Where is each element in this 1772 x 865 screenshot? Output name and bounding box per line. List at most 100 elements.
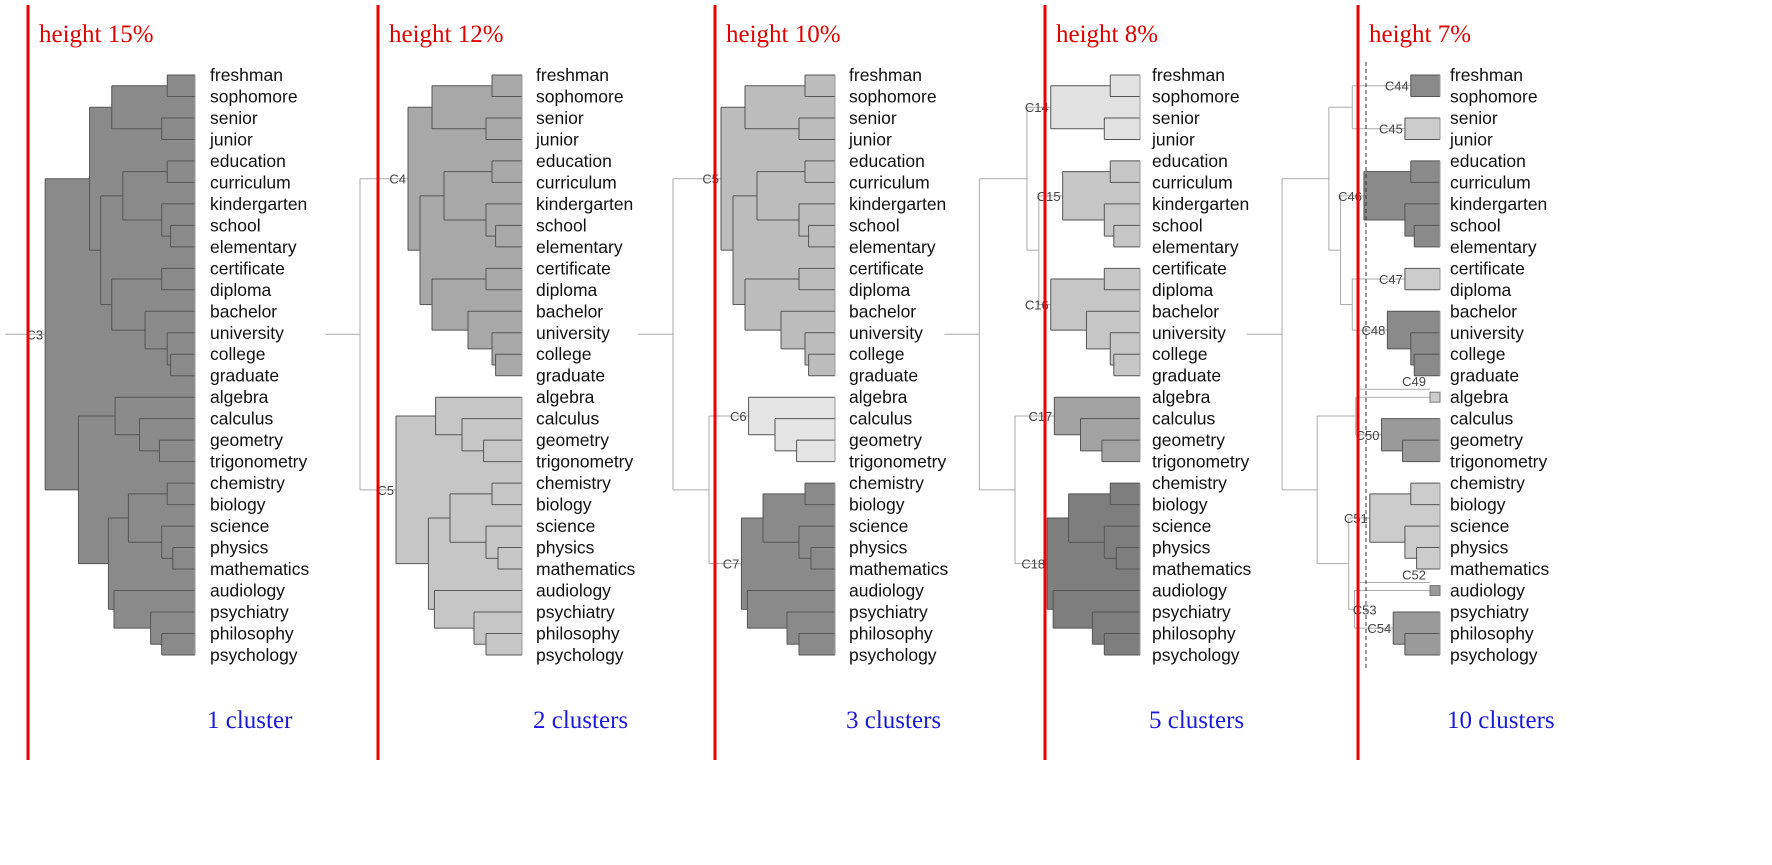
cluster-label: C14 (1025, 100, 1049, 115)
cluster-label: C45 (1379, 122, 1403, 137)
leaf-label: education (210, 151, 286, 171)
leaf-label: graduate (1152, 366, 1221, 386)
leaf-label: mathematics (849, 559, 948, 579)
leaf-label: algebra (849, 387, 908, 407)
leaf-label: science (536, 516, 595, 536)
cluster-fill (1404, 633, 1440, 655)
cluster-label: C7 (723, 557, 740, 572)
cluster-fill (805, 483, 835, 505)
cluster-fill (492, 483, 522, 505)
leaf-label: freshman (210, 65, 283, 85)
cluster-C4: C4 (389, 74, 523, 377)
leaf-label: psychiatry (210, 602, 289, 622)
leaf-label: chemistry (1450, 473, 1525, 493)
leaf-label: algebra (536, 387, 595, 407)
leaf-label: sophomore (1450, 86, 1538, 106)
cluster-C5: C5 (702, 74, 836, 377)
cluster-label: C18 (1021, 557, 1045, 572)
leaf-label: kindergarten (1152, 194, 1249, 214)
cluster-fill (161, 117, 195, 140)
leaf-label: sophomore (849, 86, 937, 106)
leaf-label: junior (535, 129, 579, 149)
leaf-label: kindergarten (210, 194, 307, 214)
leaf-label: school (210, 215, 261, 235)
cluster-label: C47 (1379, 272, 1403, 287)
leaf-label: school (536, 215, 587, 235)
cluster-C16: C16 (1025, 267, 1141, 377)
cluster-fill (799, 633, 835, 655)
cluster-label: C52 (1402, 568, 1426, 583)
cluster-label: C6 (730, 409, 747, 424)
leaf-label: graduate (536, 366, 605, 386)
leaf-label: college (849, 344, 904, 364)
leaf-label: mathematics (1450, 559, 1549, 579)
leaf-label: trigonometry (1450, 452, 1548, 472)
cluster-fill (483, 440, 522, 462)
leaf-label: calculus (849, 409, 912, 429)
leaf-label: trigonometry (1152, 452, 1250, 472)
leaf-label: elementary (1152, 237, 1239, 257)
leaf-label: calculus (210, 409, 273, 429)
cluster-C52: C52 (1360, 568, 1441, 597)
leaf-label: senior (536, 108, 584, 128)
leaf-label: science (1152, 516, 1211, 536)
dendrogram-panel: C5C6C7freshmansophomoreseniorjunioreduca… (638, 5, 948, 760)
leaf-label: curriculum (536, 172, 617, 192)
cluster-fill (1104, 268, 1140, 290)
leaf-label: physics (536, 538, 595, 558)
leaf-label: freshman (849, 65, 922, 85)
cluster-fill (495, 354, 522, 376)
leaf-label: freshman (1450, 65, 1523, 85)
leaf-label: physics (1152, 538, 1211, 558)
leaf-label: psychology (210, 645, 298, 665)
leaf-label: college (536, 344, 591, 364)
cluster-fill (1414, 225, 1440, 247)
cluster-fill (808, 354, 835, 376)
leaf-label: calculus (536, 409, 599, 429)
cluster-fill (1110, 75, 1140, 97)
leaf-label: junior (1449, 129, 1493, 149)
leaf-label: audiology (210, 581, 285, 601)
cut-height-heading: height 15% (39, 21, 154, 48)
dendrogram-panel: C3freshmansophomoreseniorjunioreducation… (5, 5, 309, 760)
leaf-label: philosophy (1450, 623, 1534, 643)
cluster-fill (486, 268, 522, 290)
cluster-fill (159, 440, 195, 462)
leaf-label: geometry (1450, 430, 1523, 450)
leaf-label: diploma (849, 280, 911, 300)
leaf-label: audiology (1152, 581, 1227, 601)
cluster-fill (799, 268, 835, 290)
leaf-label: bachelor (1450, 301, 1517, 321)
leaf-label: college (1152, 344, 1207, 364)
leaf-label: science (210, 516, 269, 536)
cluster-label: C50 (1356, 428, 1380, 443)
cluster-fill (1402, 440, 1440, 462)
leaf-label: college (210, 344, 265, 364)
cluster-label: C46 (1338, 189, 1362, 204)
singleton-cluster-marker (1429, 391, 1441, 403)
cluster-fill (495, 225, 522, 247)
leaf-label: biology (849, 495, 905, 515)
leaf-label: trigonometry (849, 452, 947, 472)
leaf-label: audiology (1450, 581, 1525, 601)
cluster-label: C54 (1367, 621, 1391, 636)
cluster-label: C44 (1385, 79, 1409, 94)
leaf-label: certificate (1450, 258, 1525, 278)
cluster-label: C48 (1361, 323, 1385, 338)
leaf-label: psychiatry (536, 602, 615, 622)
cluster-fill (170, 225, 195, 247)
leaf-label: curriculum (849, 172, 930, 192)
leaf-label: college (1450, 344, 1505, 364)
cluster-C50: C50 (1356, 418, 1441, 463)
cluster-C46: C46 (1338, 160, 1441, 248)
leaf-label: freshman (1152, 65, 1225, 85)
leaf-label: senior (210, 108, 258, 128)
leaf-label: chemistry (849, 473, 924, 493)
cluster-C7: C7 (723, 482, 836, 656)
cluster-C14: C14 (1025, 74, 1141, 140)
leaf-label: curriculum (210, 172, 291, 192)
leaf-label: biology (1152, 495, 1208, 515)
leaf-label: psychology (536, 645, 624, 665)
leaf-label: geometry (210, 430, 283, 450)
leaf-label: junior (1151, 129, 1195, 149)
